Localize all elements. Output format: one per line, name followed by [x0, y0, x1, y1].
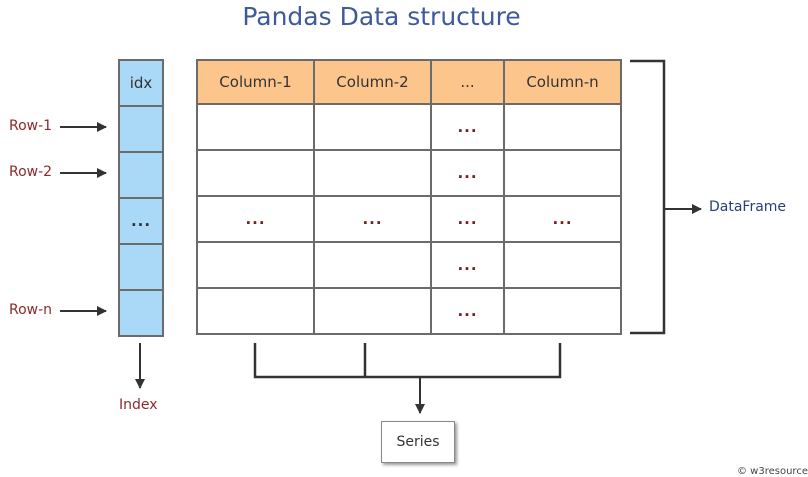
index-header: idx: [118, 59, 164, 107]
dataframe-bracket: [630, 59, 666, 335]
table-cell: ...: [430, 195, 505, 243]
table-cell: [196, 103, 315, 151]
index-cell: [118, 245, 164, 291]
table-cell: ...: [430, 103, 505, 151]
table-cell: [503, 149, 622, 197]
table-cell: [196, 149, 315, 197]
index-cell: [118, 291, 164, 337]
table-cell: ...: [430, 241, 505, 289]
table-cell: [196, 287, 315, 335]
index-cell: [118, 153, 164, 199]
table-cell: [313, 287, 432, 335]
table-cell: [196, 241, 315, 289]
table-cell: ...: [196, 195, 315, 243]
column-header: Column-n: [503, 59, 622, 105]
column-header: ...: [430, 59, 505, 105]
table-cell: ...: [503, 195, 622, 243]
index-cell: [118, 107, 164, 153]
header-row: Column-1 Column-2 ... Column-n: [196, 59, 622, 105]
table-row: ...: [196, 103, 622, 151]
row-2-label: Row-2: [9, 164, 53, 180]
table-cell: [503, 287, 622, 335]
diagram-title: Pandas Data structure: [242, 2, 521, 31]
table-cell: [313, 241, 432, 289]
index-cell: ...: [118, 199, 164, 245]
table-row: ...: [196, 241, 622, 289]
table-cell: ...: [430, 149, 505, 197]
index-column: idx ...: [118, 59, 164, 337]
table-cell: ...: [313, 195, 432, 243]
table-cell: [503, 241, 622, 289]
table-row: ...: [196, 149, 622, 197]
index-label: Index: [119, 397, 158, 413]
column-header: Column-1: [196, 59, 315, 105]
row-1-label: Row-1: [9, 118, 53, 134]
table-row: ... ... ... ...: [196, 195, 622, 243]
row-n-label: Row-n: [9, 302, 53, 318]
table-cell: ...: [430, 287, 505, 335]
column-header: Column-2: [313, 59, 432, 105]
series-box: Series: [381, 421, 455, 463]
dataframe-table: Column-1 Column-2 ... Column-n ... ... .…: [196, 59, 622, 335]
table-cell: [503, 103, 622, 151]
credit-text: © w3resource: [737, 466, 808, 477]
table-cell: [313, 149, 432, 197]
table-row: ...: [196, 287, 622, 335]
dataframe-label: DataFrame: [709, 199, 787, 215]
table-cell: [313, 103, 432, 151]
series-bracket: [253, 343, 562, 379]
